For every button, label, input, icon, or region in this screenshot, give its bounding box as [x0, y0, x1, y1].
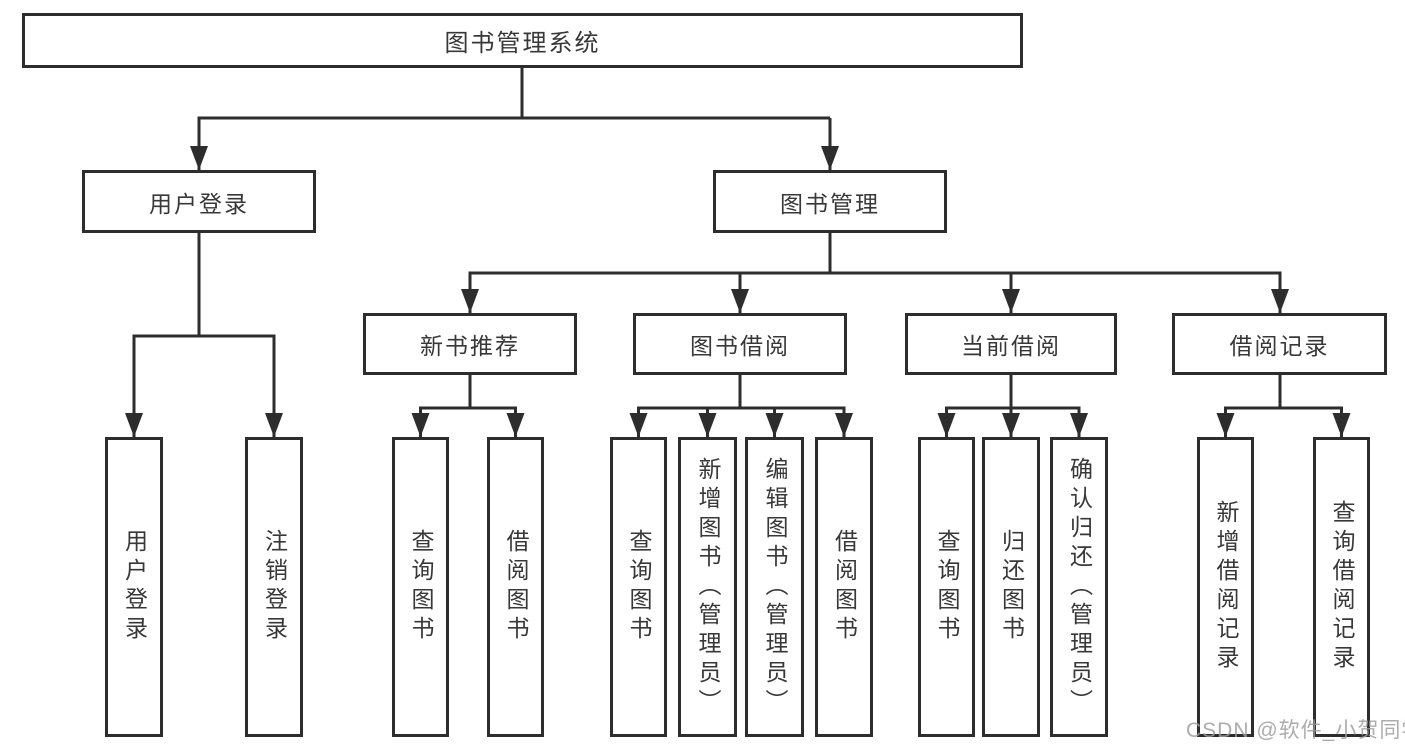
leaf-user-login-label: 用户登录 — [121, 529, 148, 645]
leaf-br-add-record: 新增借阅记录 — [1197, 437, 1254, 737]
connector-current-borrow-trunk — [945, 375, 1081, 410]
node-user-login: 用户登录 — [82, 170, 316, 233]
node-book-management: 图书管理 — [713, 170, 947, 233]
connector-new-book-trunk — [419, 375, 517, 410]
leaf-nb-borrow-books: 借阅图书 — [487, 437, 544, 737]
leaf-bb-add-books-admin-label: 新增图书（管理员） — [695, 456, 721, 718]
csdn-watermark: CSDN @软件_小贺同学 — [1186, 719, 1405, 742]
leaf-nb-borrow-books-label: 借阅图书 — [503, 529, 529, 645]
leaf-nb-query-books: 查询图书 — [392, 437, 449, 737]
leaf-bb-add-books-admin: 新增图书（管理员） — [678, 437, 737, 737]
connector-root-trunk — [197, 68, 830, 120]
leaf-bb-borrow-books-label: 借阅图书 — [831, 529, 858, 645]
leaf-bb-query-books-label: 查询图书 — [626, 529, 652, 645]
leaf-bb-edit-books-admin: 编辑图书（管理员） — [745, 437, 804, 737]
leaf-logout: 注销登录 — [245, 437, 303, 737]
node-current-borrow: 当前借阅 — [905, 313, 1117, 375]
leaf-cb-query-books: 查询图书 — [918, 437, 975, 737]
leaf-cb-query-books-label: 查询图书 — [934, 529, 960, 645]
leaf-cb-return-books: 归还图书 — [982, 437, 1040, 737]
leaf-cb-confirm-return-admin-label: 确认归还（管理员） — [1066, 456, 1093, 718]
leaf-cb-return-books-label: 归还图书 — [998, 529, 1025, 645]
node-book-borrow: 图书借阅 — [633, 313, 847, 375]
connector-borrow-records-trunk — [1224, 375, 1343, 410]
leaf-br-query-record-label: 查询借阅记录 — [1329, 500, 1355, 674]
node-library-management-system: 图书管理系统 — [22, 13, 1023, 68]
leaf-br-add-record-label: 新增借阅记录 — [1213, 500, 1239, 674]
leaf-user-login: 用户登录 — [105, 437, 163, 737]
leaf-bb-borrow-books: 借阅图书 — [815, 437, 873, 737]
leaf-cb-confirm-return-admin: 确认归还（管理员） — [1050, 437, 1108, 737]
connector-book-management-trunk — [468, 233, 1282, 275]
connector-book-borrow-trunk — [637, 375, 846, 410]
node-borrow-records: 借阅记录 — [1172, 313, 1387, 375]
leaf-br-query-record: 查询借阅记录 — [1313, 437, 1370, 737]
leaf-bb-query-books: 查询图书 — [610, 437, 667, 737]
leaf-bb-edit-books-admin-label: 编辑图书（管理员） — [762, 456, 788, 718]
node-new-book-recommend: 新书推荐 — [363, 313, 577, 375]
leaf-nb-query-books-label: 查询图书 — [408, 529, 434, 645]
leaf-logout-label: 注销登录 — [261, 529, 288, 645]
connector-user-login-trunk — [132, 233, 276, 338]
